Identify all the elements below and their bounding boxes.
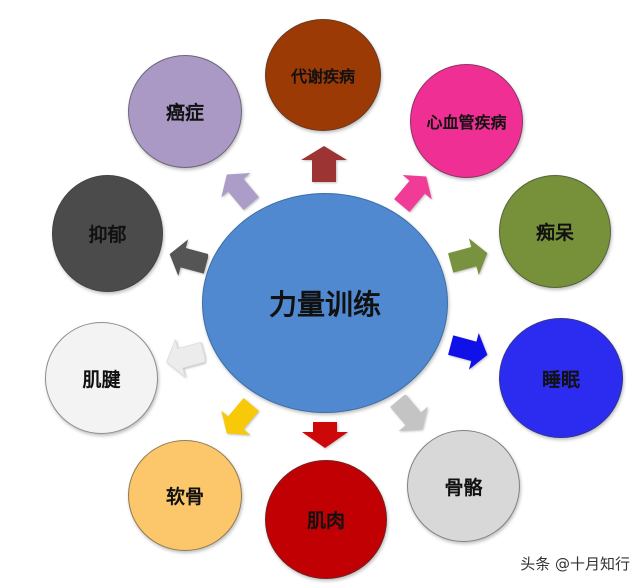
node-cartilage: 软骨 xyxy=(128,440,242,551)
node-cancer: 癌症 xyxy=(128,55,242,168)
arrow-to-cancer-icon xyxy=(217,168,261,210)
arrow-to-cardiovascular-icon xyxy=(393,170,435,212)
arrow-to-depression-icon xyxy=(168,236,208,282)
node-sleep: 睡眠 xyxy=(499,318,623,438)
node-label: 代谢疾病 xyxy=(290,67,355,86)
node-bone: 骨骼 xyxy=(407,430,520,542)
node-label: 肌腱 xyxy=(82,368,121,391)
node-label: 肌肉 xyxy=(306,510,345,532)
arrow-to-cartilage-icon xyxy=(217,398,261,440)
node-muscle: 肌肉 xyxy=(265,460,387,579)
node-label: 癌症 xyxy=(165,102,204,124)
node-label: 软骨 xyxy=(165,486,204,508)
arrow-to-muscle-icon xyxy=(302,422,348,448)
node-label: 骨骼 xyxy=(444,476,483,499)
watermark-text: 头条 @十月知行 xyxy=(520,555,630,573)
arrow-to-dementia-icon xyxy=(448,236,490,280)
node-tendon: 肌腱 xyxy=(45,322,158,434)
arrow-to-tendon-icon xyxy=(165,335,205,379)
node-label: 抑郁 xyxy=(88,224,127,246)
arrow-to-sleep-icon xyxy=(448,327,490,373)
node-label: 痴呆 xyxy=(535,222,574,244)
arrow-to-bone-icon xyxy=(389,395,431,435)
node-label: 心血管疾病 xyxy=(426,113,507,132)
node-depression: 抑郁 xyxy=(52,175,163,292)
node-metabolic-disease: 代谢疾病 xyxy=(265,19,381,131)
node-dementia: 痴呆 xyxy=(499,175,611,288)
node-cardiovascular-disease: 心血管疾病 xyxy=(410,64,523,178)
center-label: 力量训练 xyxy=(268,288,381,321)
node-label: 睡眠 xyxy=(541,368,580,391)
center-node-strength-training: 力量训练 xyxy=(202,193,448,413)
arrow-to-metabolic-icon xyxy=(301,146,347,182)
